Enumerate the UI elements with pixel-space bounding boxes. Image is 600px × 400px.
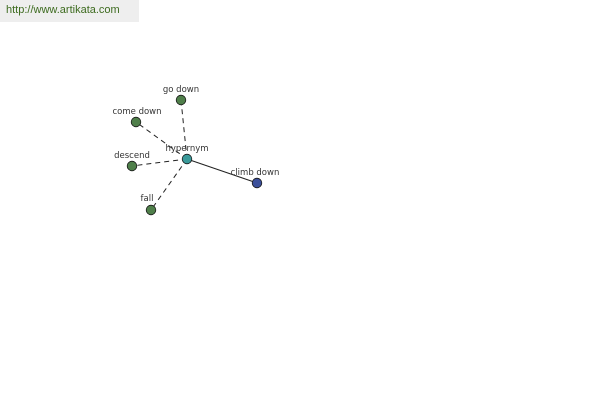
edge-hypernym-go-down: [180, 99, 188, 160]
node-label-hypernym: hypernym: [165, 144, 208, 154]
edge-hypernym-descend: [131, 158, 188, 167]
node-label-fall: fall: [141, 194, 154, 204]
edge-hypernym-climb-down: [186, 158, 258, 184]
node-go-down[interactable]: [175, 94, 187, 106]
source-bar: http://www.artikata.com: [0, 0, 139, 22]
node-label-go-down: go down: [163, 85, 199, 95]
source-link[interactable]: http://www.artikata.com: [6, 4, 120, 16]
edge-hypernym-come-down: [135, 121, 188, 160]
node-fall[interactable]: [145, 204, 157, 216]
edges-layer: [131, 99, 258, 211]
node-label-descend: descend: [114, 151, 150, 161]
node-climb-down[interactable]: [251, 177, 263, 189]
edge-hypernym-fall: [150, 158, 188, 211]
labels-layer: hypernym go down come down descend fall climb…: [112, 85, 279, 204]
node-come-down[interactable]: [130, 116, 142, 128]
node-hypernym[interactable]: [181, 153, 193, 165]
node-descend[interactable]: [126, 160, 138, 172]
node-label-come-down: come down: [112, 107, 161, 117]
node-label-climb-down: climb down: [231, 168, 280, 178]
nodes-layer: [126, 94, 263, 216]
